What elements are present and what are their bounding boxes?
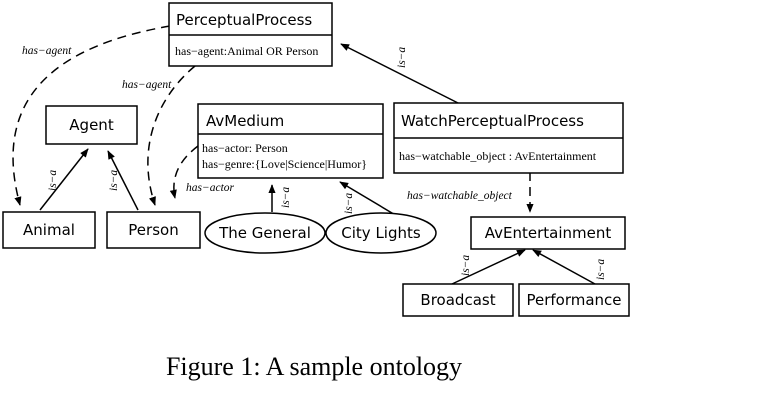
label-has-agent-2: has−agent <box>122 79 172 91</box>
node-city-lights-title: City Lights <box>341 224 421 242</box>
node-av-medium: AvMedium has−actor: Person has−genre:{Lo… <box>197 103 384 179</box>
label-isa-citylights: is−a <box>343 193 355 214</box>
label-isa-watch: is−a <box>396 47 408 68</box>
node-person-title: Person <box>128 221 178 239</box>
node-perceptual-process: PerceptualProcess has−agent:Animal OR Pe… <box>168 2 333 67</box>
figure-caption: Figure 1: A sample ontology <box>165 352 463 381</box>
node-broadcast: Broadcast <box>402 283 514 317</box>
node-performance: Performance <box>518 283 630 317</box>
node-animal-title: Animal <box>23 221 75 239</box>
node-av-medium-title: AvMedium <box>206 112 284 130</box>
label-isa-broadcast: is−a <box>460 255 472 276</box>
node-city-lights: City Lights <box>325 212 437 254</box>
node-perceptual-process-attr: has−agent:Animal OR Person <box>175 44 318 58</box>
edge-isa-broadcast-aventertainment <box>451 249 526 285</box>
label-isa-thegeneral: is−a <box>280 187 292 208</box>
edge-has-agent-person <box>147 65 196 206</box>
label-isa-performance: is−a <box>595 259 607 280</box>
edge-isa-person-agent <box>107 150 139 211</box>
edge-has-agent-animal <box>12 25 171 206</box>
edge-isa-citylights-avmedium <box>339 181 398 217</box>
node-agent-title: Agent <box>69 116 114 134</box>
node-animal: Animal <box>2 211 96 249</box>
node-watch-perceptual-process: WatchPerceptualProcess has−watchable_obj… <box>393 102 624 174</box>
node-the-general-title: The General <box>218 224 311 242</box>
node-the-general: The General <box>204 212 326 254</box>
edge-has-actor-person <box>169 145 199 199</box>
node-agent: Agent <box>45 105 138 145</box>
label-isa-person: is−a <box>108 170 120 191</box>
node-watch-perceptual-process-attr: has−watchable_object : AvEntertainment <box>399 149 597 163</box>
node-av-medium-attr-genre: has−genre:{Love|Science|Humor} <box>202 157 367 171</box>
node-av-entertainment: AvEntertainment <box>470 216 626 250</box>
node-av-entertainment-title: AvEntertainment <box>485 224 612 242</box>
node-person: Person <box>106 211 201 249</box>
node-watch-perceptual-process-title: WatchPerceptualProcess <box>401 112 584 130</box>
edge-isa-performance-aventertainment <box>532 249 596 285</box>
edge-isa-watch-perceptual <box>340 43 461 105</box>
edge-isa-animal-agent <box>39 148 89 211</box>
label-has-actor: has−actor <box>186 182 235 194</box>
node-av-medium-attr-actor: has−actor: Person <box>202 141 288 155</box>
label-isa-animal: is−a <box>47 170 59 191</box>
node-broadcast-title: Broadcast <box>420 291 495 309</box>
label-has-agent-1: has−agent <box>22 45 72 57</box>
node-performance-title: Performance <box>526 291 621 309</box>
label-has-watchable-object: has−watchable_object <box>407 190 513 202</box>
node-perceptual-process-title: PerceptualProcess <box>176 11 312 29</box>
